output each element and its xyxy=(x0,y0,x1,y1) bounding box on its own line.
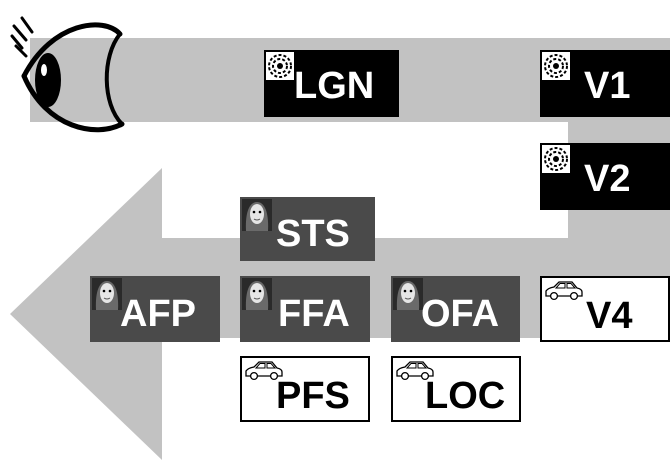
region-label: OFA xyxy=(421,293,500,335)
region-label: V4 xyxy=(586,295,633,337)
region-label: AFP xyxy=(120,293,196,335)
car-icon xyxy=(244,360,284,387)
region-label: V2 xyxy=(584,158,631,200)
region-v2: V2 xyxy=(540,143,670,210)
region-label: LGN xyxy=(294,65,375,107)
region-ffa: FFA xyxy=(240,276,370,342)
region-v1: V1 xyxy=(540,50,670,117)
arrow-head xyxy=(10,168,162,460)
face-icon xyxy=(242,278,272,315)
region-label: FFA xyxy=(278,293,350,335)
region-ofa: OFA xyxy=(391,276,520,342)
region-label: V1 xyxy=(584,65,631,107)
pattern-icon xyxy=(542,145,570,178)
face-icon xyxy=(92,278,122,315)
region-afp: AFP xyxy=(90,276,220,342)
car-icon xyxy=(544,280,584,307)
region-label: LOC xyxy=(425,375,506,417)
face-icon xyxy=(242,199,272,236)
region-v4: V4 xyxy=(540,276,670,342)
pattern-icon xyxy=(542,52,570,85)
face-icon xyxy=(393,278,423,315)
region-lgn: LGN xyxy=(264,50,399,117)
region-label: PFS xyxy=(276,375,350,417)
region-label: STS xyxy=(276,213,350,255)
eye-icon xyxy=(10,16,125,133)
region-pfs: PFS xyxy=(240,356,370,422)
region-loc: LOC xyxy=(391,356,521,422)
car-icon xyxy=(395,360,435,387)
region-sts: STS xyxy=(240,197,375,261)
pattern-icon xyxy=(266,52,294,85)
